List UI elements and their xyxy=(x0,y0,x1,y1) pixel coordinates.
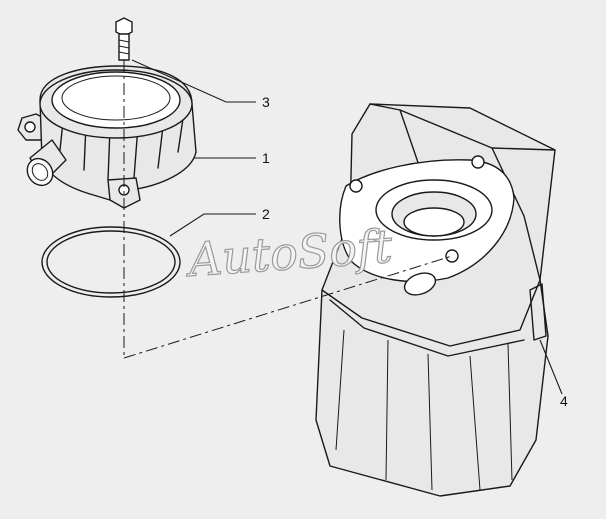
callout-3: 3 xyxy=(262,94,270,110)
callout-2: 2 xyxy=(262,206,270,222)
o-ring-part-2 xyxy=(41,226,181,298)
housing-part-4 xyxy=(315,103,556,497)
valve-cover-part-1 xyxy=(17,65,197,209)
watermark-text: AutoSoft xyxy=(183,219,395,287)
callout-1: 1 xyxy=(262,150,270,166)
callout-leaders xyxy=(131,59,563,395)
assembly-centerlines xyxy=(123,60,453,359)
bolt-part-3 xyxy=(115,17,133,61)
callout-4: 4 xyxy=(560,393,568,409)
